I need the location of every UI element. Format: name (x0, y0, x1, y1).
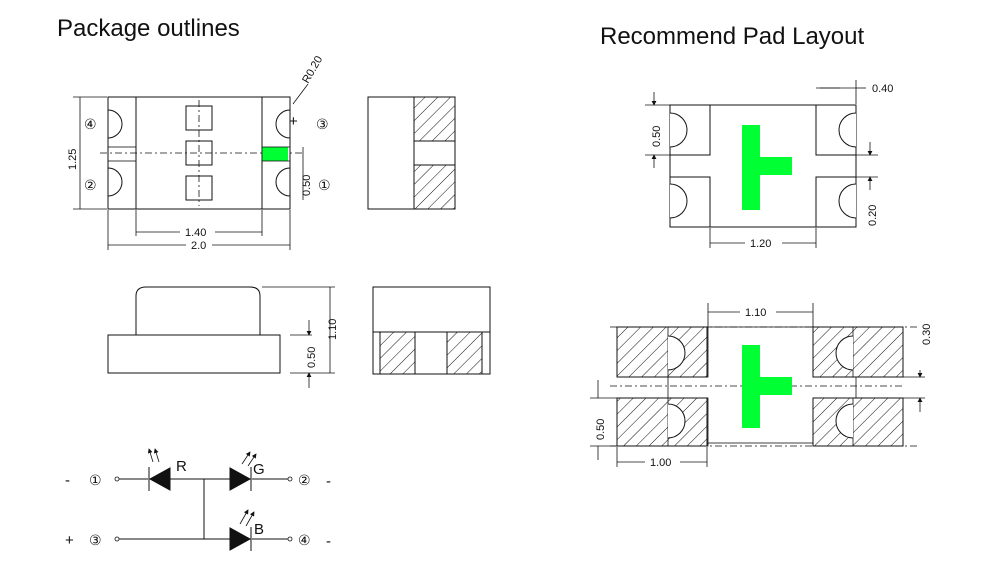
circuit-minus-top: - (65, 472, 70, 489)
pad-layout-1: 0.40 0.50 0.20 1.20 (645, 80, 893, 250)
pin3-label: ③ (316, 117, 329, 133)
circuit-pin3: ③ (89, 533, 102, 549)
pin2-label: ② (84, 178, 97, 194)
front-view (372, 286, 491, 375)
circuit-trail-bottom: - (326, 533, 331, 550)
led-g (229, 451, 257, 491)
polarity-mark (262, 147, 288, 161)
pad-bottom-right (812, 397, 904, 447)
pad-label: 0.50 (301, 175, 313, 196)
led-r (147, 448, 171, 491)
end-view (367, 96, 456, 210)
bottom-label-2: 1.00 (650, 457, 671, 469)
width-label: 2.0 (191, 240, 206, 252)
circuit-diagram: - + ① ③ ② ④ - - R G (65, 448, 331, 551)
pin4-label: ④ (84, 117, 97, 133)
body-height-label: 0.50 (306, 347, 318, 368)
gap-label: 0.40 (872, 83, 893, 95)
pad-bottom-left (616, 397, 708, 447)
right-label: 0.30 (921, 324, 933, 345)
pad-layout-2: 1.10 0.30 0.50 1.00 (590, 303, 933, 469)
side-view: 0.50 1.10 (107, 286, 339, 388)
title-recommend-pad-layout: Recommend Pad Layout (600, 23, 864, 50)
led-b-label: B (254, 521, 264, 538)
circuit-plus-bottom: + (65, 532, 74, 549)
inner-width-label: 1.40 (185, 227, 206, 239)
pad-height-label: 0.50 (651, 126, 663, 147)
radius-label: R0.20 (300, 54, 325, 85)
led-r-label: R (176, 458, 187, 475)
top-view: R0.20 1.25 ④ ② ③ ① + 0.50 1.40 2.0 (67, 54, 331, 252)
pin1-label: ① (318, 178, 331, 194)
left-label: 0.50 (595, 419, 607, 440)
bottom-label-1: 0.20 (867, 205, 879, 226)
circuit-pin2: ② (298, 473, 311, 489)
height-label: 1.25 (67, 149, 79, 170)
led-b (229, 509, 255, 551)
spacing-label: 1.20 (750, 238, 771, 250)
pad-top-right (812, 326, 904, 378)
total-height-label: 1.10 (327, 319, 339, 340)
plus-sign: + (289, 113, 298, 130)
circuit-pin1: ① (89, 473, 102, 489)
pad-top-left (616, 326, 708, 378)
polarity-t-mark-1 (742, 125, 792, 210)
side-view-base (107, 334, 281, 374)
title-package-outlines: Package outlines (57, 15, 240, 42)
circuit-pin4: ④ (298, 533, 311, 549)
circuit-trail-top: - (326, 473, 331, 490)
polarity-t-mark-2 (742, 345, 792, 428)
top-spacing-label: 1.10 (745, 307, 766, 319)
led-g-label: G (253, 461, 265, 478)
